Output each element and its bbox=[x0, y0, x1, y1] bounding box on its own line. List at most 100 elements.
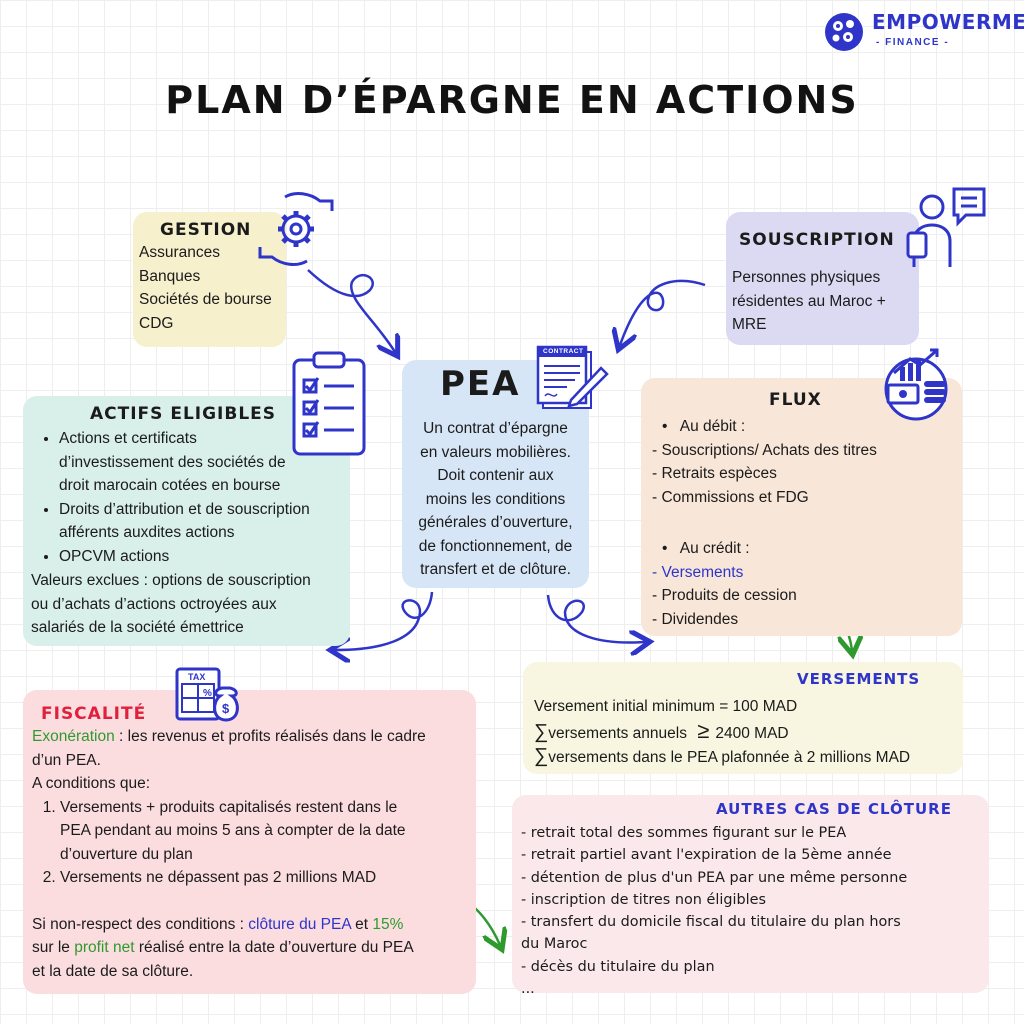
condition-line: Versements + produits capitalisés resten… bbox=[60, 798, 398, 816]
condition-line: d’ouverture du plan bbox=[60, 845, 193, 863]
versements-content: Versement initial minimum = 100 MAD ∑ver… bbox=[534, 695, 910, 770]
contract-icon: CONTRACT bbox=[535, 342, 610, 412]
exoneration-line: Exonération : les revenus et profits réa… bbox=[32, 725, 426, 749]
actifs-bullet-line: droit marocain cotées en bourse bbox=[59, 477, 281, 494]
versements-annuels: ∑versements annuels ≥2400 MAD bbox=[534, 717, 910, 746]
pea-line: générales d’ouverture, bbox=[418, 514, 573, 531]
actifs-bullet-line: OPCVM actions bbox=[59, 547, 170, 565]
person-chat-icon bbox=[906, 187, 986, 267]
cloture-list: - retrait total des sommes figurant sur … bbox=[521, 822, 907, 1000]
pea-header: PEA bbox=[440, 364, 521, 404]
flux-box: FLUX • Au débit : - Souscriptions/ Achat… bbox=[641, 378, 962, 636]
pea-description: Un contrat d’épargne en valeurs mobilièr… bbox=[402, 417, 589, 582]
versements-annuels-value: 2400 MAD bbox=[715, 724, 789, 742]
flux-debit-item: - Retraits espèces bbox=[652, 465, 777, 482]
exoneration-word: Exonération bbox=[32, 728, 115, 745]
flux-header: FLUX bbox=[769, 390, 822, 410]
actifs-bullet: Actions et certificats d’investissement … bbox=[59, 427, 310, 498]
nonrespect-cloture: clôture du PEA bbox=[248, 915, 351, 933]
cloture-item: du Maroc bbox=[521, 936, 588, 953]
conditions-intro: A conditions que: bbox=[32, 775, 151, 792]
nonrespect-percent: 15% bbox=[372, 915, 404, 933]
cloture-item: ... bbox=[521, 981, 535, 998]
arrow-gestion-to-pea bbox=[307, 269, 395, 352]
flux-credit-versements: Versements bbox=[661, 563, 744, 581]
flux-debit-title-text: Au débit : bbox=[679, 418, 746, 435]
nonrespect-text: Si non-respect des conditions : bbox=[32, 915, 249, 933]
arrow-pea-to-versements bbox=[546, 594, 645, 643]
gear-hands-icon bbox=[258, 192, 334, 266]
nonrespect-line3: et la date de sa clôture. bbox=[32, 962, 194, 980]
condition-line: PEA pendant au moins 5 ans à compter de … bbox=[60, 822, 406, 839]
flux-credit-item: - Versements bbox=[652, 561, 797, 585]
sum-symbol: ∑ bbox=[534, 720, 549, 743]
cloture-item: - retrait total des sommes figurant sur … bbox=[521, 825, 847, 841]
brain-logo-icon bbox=[825, 13, 863, 51]
nonrespect-line2: sur le profit net réalisé entre la date … bbox=[32, 936, 426, 960]
flux-debit-title: • Au débit : bbox=[662, 418, 746, 435]
nonrespect-line1: Si non-respect des conditions : clôture … bbox=[32, 913, 426, 937]
flux-credit-title-text: Au crédit : bbox=[679, 540, 750, 557]
fiscalite-header: FISCALITÉ bbox=[41, 704, 147, 724]
gestion-box: GESTION Assurances Banques Sociétés de b… bbox=[133, 212, 286, 347]
condition-item: Versements + produits capitalisés resten… bbox=[60, 796, 426, 867]
cloture-item: - retrait partiel avant l'expiration de … bbox=[521, 847, 892, 864]
svg-text:%: % bbox=[203, 688, 212, 699]
condition-line: Versements ne dépassent pas 2 millions M… bbox=[60, 869, 377, 886]
cloture-item: - détention de plus d'un PEA par une mêm… bbox=[521, 869, 908, 886]
cloture-header: AUTRES CAS DE CLÔTURE bbox=[716, 800, 952, 818]
brand-subtitle: - FINANCE - bbox=[876, 37, 950, 48]
flux-credit-title: • Au crédit : bbox=[662, 540, 750, 557]
pea-line: Doit contenir aux bbox=[437, 467, 554, 484]
actifs-bullet-line: Actions et certificats bbox=[59, 430, 197, 447]
brand-name: EMPOWERME bbox=[872, 10, 1024, 34]
exoneration-line2: d’un PEA. bbox=[32, 751, 101, 769]
souscription-header: SOUSCRIPTION bbox=[739, 230, 895, 250]
flux-debit: • Au débit : - Souscriptions/ Achats des… bbox=[652, 415, 877, 509]
actifs-excluded-line: salariés de la société émettrice bbox=[31, 619, 244, 636]
conditions-list: Versements + produits capitalisés resten… bbox=[32, 796, 426, 890]
souscription-text: Personnes physiques résidentes au Maroc … bbox=[732, 266, 886, 337]
contract-label: CONTRACT bbox=[543, 348, 584, 355]
actifs-bullet-line: afférents auxdites actions bbox=[59, 524, 235, 541]
sum-symbol: ∑ bbox=[534, 745, 549, 767]
gestion-header: GESTION bbox=[160, 220, 252, 240]
pea-line: en valeurs mobilières. bbox=[420, 443, 571, 461]
page-title: PLAN D’ÉPARGNE EN ACTIONS bbox=[165, 78, 859, 122]
cloture-item: - inscription de titres non éligibles bbox=[521, 891, 766, 908]
flux-credit-item: - Produits de cession bbox=[652, 587, 797, 604]
spacer bbox=[32, 890, 426, 913]
money-growth-icon bbox=[884, 348, 948, 421]
gestion-item: Banques bbox=[139, 267, 201, 285]
clipboard-checklist-icon bbox=[292, 351, 366, 456]
versements-header: VERSEMENTS bbox=[797, 670, 921, 688]
cloture-box: AUTRES CAS DE CLÔTURE - retrait total de… bbox=[512, 795, 989, 997]
tax-document-icon: % $ bbox=[175, 667, 239, 722]
contract-document-icon bbox=[536, 345, 609, 409]
pea-line: transfert et de clôture. bbox=[420, 561, 571, 578]
actifs-header: ACTIFS ELIGIBLES bbox=[90, 404, 277, 424]
actifs-excluded: Valeurs exclues : options de souscriptio… bbox=[31, 569, 311, 640]
nonrespect-text: sur le bbox=[32, 939, 75, 956]
condition-item: Versements ne dépassent pas 2 millions M… bbox=[60, 866, 426, 890]
nonrespect-profit-net: profit net bbox=[74, 939, 135, 956]
tax-calculator-icon: % $ TAX bbox=[174, 666, 240, 724]
arrow-souscription-to-pea bbox=[620, 279, 706, 345]
fiscalite-box: FISCALITÉ Exonération : les revenus et p… bbox=[23, 690, 476, 994]
pea-box: PEA Un contrat d’épargne en valeurs mobi… bbox=[402, 360, 589, 588]
souscription-line: Personnes physiques bbox=[732, 269, 881, 286]
fiscalite-content: Exonération : les revenus et profits réa… bbox=[32, 725, 426, 983]
pea-line: moins les conditions bbox=[425, 490, 566, 508]
actifs-bullet-line: d’investissement des sociétés de bbox=[59, 453, 286, 471]
flux-debit-item: - Souscriptions/ Achats des titres bbox=[652, 441, 877, 459]
souscription-line: MRE bbox=[732, 316, 767, 333]
pea-line: Un contrat d’épargne bbox=[423, 420, 568, 437]
actifs-bullet-line: Droits d’attribution et de souscription bbox=[59, 500, 310, 518]
geq-symbol: ≥ bbox=[697, 717, 710, 743]
pea-line: de fonctionnement, de bbox=[418, 537, 573, 555]
actifs-bullet-list: Actions et certificats d’investissement … bbox=[31, 427, 310, 568]
nonrespect-and: et bbox=[350, 915, 373, 933]
exoneration-text: : les revenus et profits réalisés dans l… bbox=[114, 728, 426, 745]
actifs-excluded-line: Valeurs exclues : options de souscriptio… bbox=[31, 572, 311, 589]
actifs-excluded-line: ou d’achats d’actions octroyées aux bbox=[31, 595, 277, 613]
